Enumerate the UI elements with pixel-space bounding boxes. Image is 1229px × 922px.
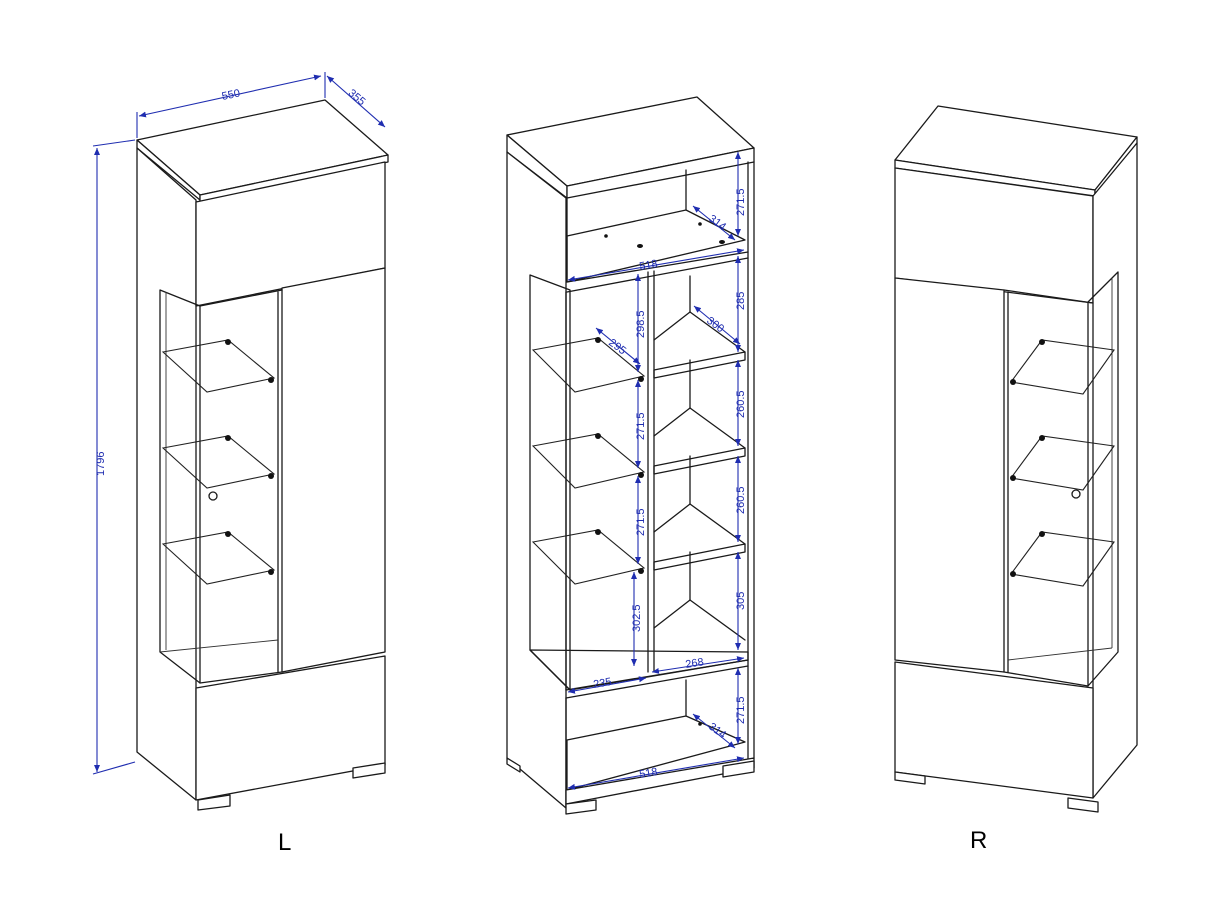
dim-right-mid-2: 260.5: [735, 486, 747, 514]
cabinet-right: [894, 105, 1138, 813]
center-right-shelves: [653, 275, 746, 641]
dim-depth-355: 355: [346, 87, 368, 108]
center-side-panel: [506, 151, 567, 809]
dim-left-comp-width: 235: [592, 676, 612, 691]
dim-right-comp-width: 268: [685, 656, 705, 671]
label-left: L: [278, 829, 291, 856]
right-bottom-drawer: [894, 661, 1094, 799]
dim-glass-mid-2: 271.5: [635, 508, 647, 536]
dim-bottom-depth: 314: [706, 721, 728, 741]
dim-glass-mid-1: 271.5: [635, 412, 647, 440]
dim-right-lower: 305: [735, 592, 747, 610]
dim-glass-upper: 298.5: [635, 310, 647, 338]
dim-right-mid-1: 260.5: [735, 390, 747, 418]
center-dimensions: [567, 152, 745, 790]
right-side-panel: [1092, 142, 1138, 799]
glass-door-knob: [208, 491, 218, 501]
label-right: R: [970, 827, 987, 854]
right-left-door: [894, 277, 1005, 673]
cabinet-left: 550 355 1796: [92, 72, 389, 811]
dim-bottom-width: 518: [638, 766, 658, 781]
left-right-door: [281, 267, 386, 673]
left-side-panel: [136, 147, 197, 801]
dim-bottom-height: 271.5: [735, 696, 747, 724]
left-glass-shelves: [161, 339, 276, 585]
dim-width-550: 550: [221, 87, 241, 103]
dim-height-1796: 1796: [95, 452, 107, 476]
dim-upper-right-height: 285: [735, 292, 747, 310]
cabinet-center: 271.5 314 518 285 300 298.5 295 260.5 27…: [506, 96, 755, 815]
dim-inner-width: 518: [638, 258, 658, 273]
dim-glass-shelf-depth: 295: [606, 337, 628, 357]
dim-top-height: 271.5: [735, 188, 747, 216]
left-bottom-drawer: [195, 655, 386, 801]
dim-glass-lower: 302.5: [631, 604, 643, 632]
